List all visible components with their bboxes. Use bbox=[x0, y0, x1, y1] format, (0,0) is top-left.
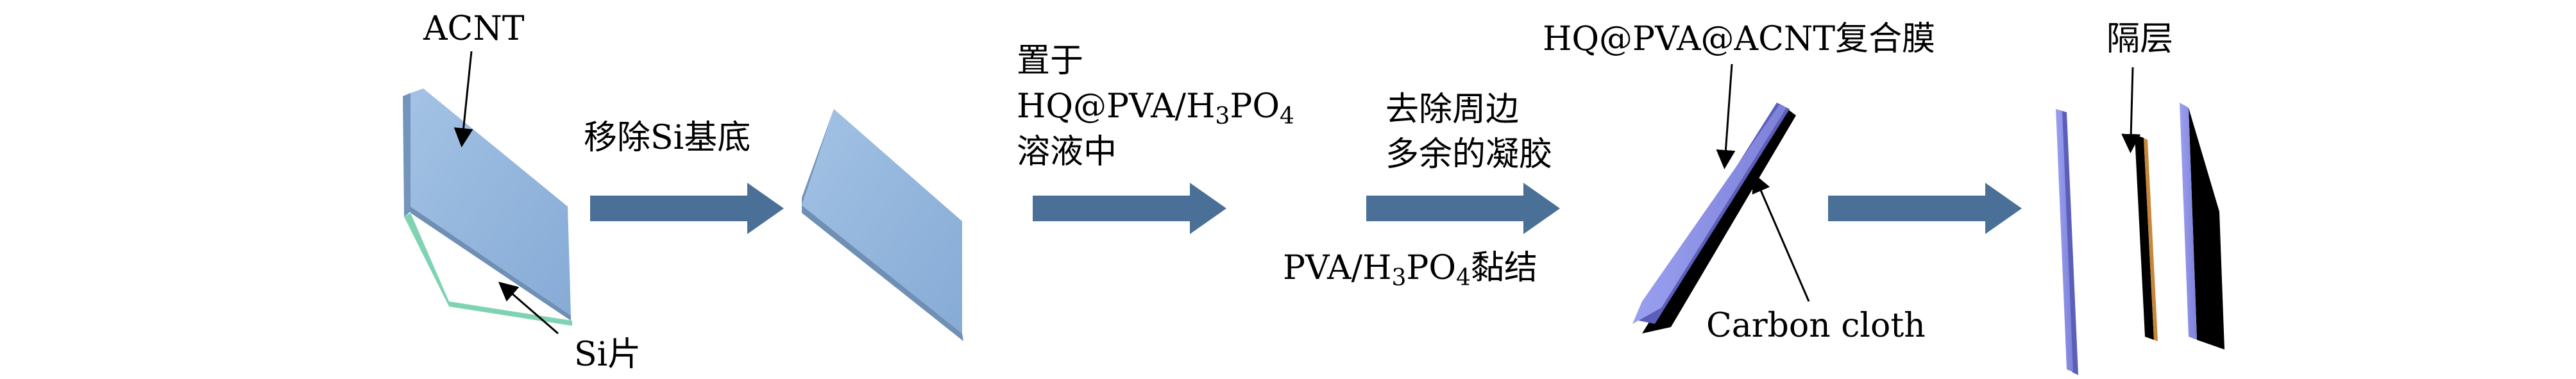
remove-si-label: 移除Si基底 bbox=[584, 119, 750, 157]
acnt-label: ACNT bbox=[423, 10, 525, 48]
composite-label: HQ@PVA@ACNT复合膜 bbox=[1543, 20, 1935, 58]
separator-orange-edge bbox=[2144, 138, 2158, 341]
separator-black bbox=[2135, 135, 2154, 340]
process-arrow-3 bbox=[1366, 183, 1560, 234]
process-arrow-1 bbox=[590, 183, 784, 234]
carbon-cloth-label: Carbon cloth bbox=[1706, 307, 1926, 345]
composite-film-face bbox=[1632, 104, 1786, 324]
place-in-label-line1: 置于 bbox=[1017, 42, 1083, 80]
left-electrode-face bbox=[2056, 109, 2073, 372]
si-layer bbox=[404, 213, 572, 326]
remove-gel-label-line2: 多余的凝胶 bbox=[1385, 135, 1552, 174]
remove-gel-label-line1: 去除周边 bbox=[1385, 90, 1519, 129]
acnt-side-edge bbox=[411, 206, 571, 321]
composite-pointer-line bbox=[1716, 63, 1736, 169]
process-arrow-2 bbox=[1033, 183, 1226, 234]
assembled-device bbox=[2056, 103, 2224, 375]
film2-face bbox=[802, 109, 962, 333]
film2-side-edge bbox=[802, 205, 963, 341]
carbon-cloth-pointer-line bbox=[1752, 173, 1810, 302]
composite-on-carbon-cloth bbox=[1632, 103, 1796, 333]
acnt-pointer-line bbox=[453, 51, 473, 147]
place-in-label-line2: HQ@PVA/H3PO4 bbox=[1017, 87, 1294, 130]
acnt-film-face bbox=[411, 88, 571, 316]
separator-label: 隔层 bbox=[2106, 20, 2173, 58]
si-label: Si片 bbox=[574, 335, 641, 374]
acnt-left-edge bbox=[403, 93, 411, 217]
bond-label: PVA/H3PO4黏结 bbox=[1283, 249, 1538, 291]
separator-pointer-line bbox=[2121, 67, 2141, 153]
acnt-on-si-stack bbox=[403, 88, 572, 326]
process-arrow-4 bbox=[1828, 183, 2022, 234]
si-pointer-line bbox=[498, 282, 559, 335]
free-acnt-film bbox=[802, 109, 963, 341]
right-electrode-face bbox=[2180, 103, 2197, 340]
place-in-label-line3: 溶液中 bbox=[1017, 133, 1117, 171]
right-electrode-black bbox=[2189, 108, 2224, 350]
